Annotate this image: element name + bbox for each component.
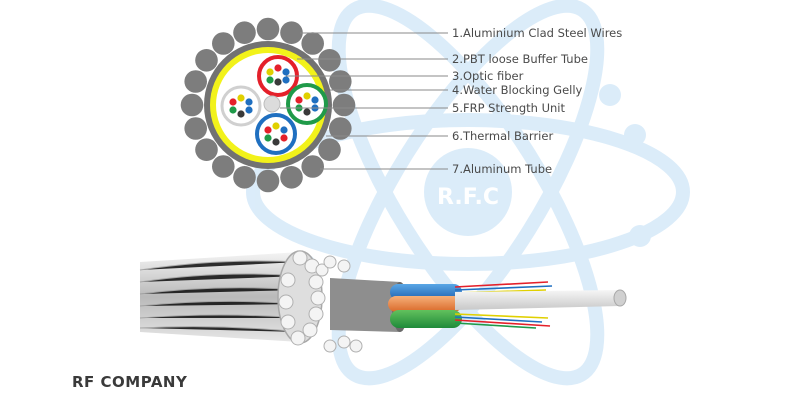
steel-wire [256,169,280,193]
loose-tube-green [390,310,462,328]
steel-wire [233,166,256,189]
steel-wire [301,155,325,178]
steel-wire [280,166,303,189]
loose-tube-orange [388,296,462,312]
electron-1 [599,84,621,106]
brand-logo-text: RF COMPANY [72,373,188,391]
steel-wire [184,117,207,140]
orbit-3 [331,0,605,386]
buffer-tube-red [257,55,299,97]
electron-2 [624,124,646,146]
frp-strength-unit [263,95,281,113]
buffer-tube-white [220,85,262,127]
aluminium-clad-steel-wires [180,17,356,193]
cable-cross-section [180,17,356,193]
steel-wire [280,21,303,44]
steel-wire [195,49,218,72]
label-frp-strength-unit: 5.FRP Strength Unit [452,101,565,115]
steel-wire [329,70,352,93]
electron-3 [629,225,651,247]
steel-wire [318,49,341,72]
label-optic-fiber: 3.Optic fiber [452,69,524,83]
steel-wire [180,93,204,117]
label-water-blocking-gelly: 4.Water Blocking Gelly [452,83,583,97]
inner-tube-sheath [330,278,400,332]
label-thermal-barrier: 6.Thermal Barrier [452,129,554,143]
steel-wire [256,17,280,41]
steel-wire [212,32,235,55]
cable-3d-illustration [139,250,627,353]
watermark-text: R.F.C [437,185,499,210]
label-aluminium-clad-steel-wires: 1.Aluminium Clad Steel Wires [452,26,623,40]
buffer-tube-green [286,83,328,125]
watermark-nucleus [424,148,512,236]
buffer-tube-blue [255,113,297,155]
steel-wire [184,70,207,93]
steel-wire [318,138,341,161]
leader-lines [280,32,448,170]
orbit-2 [331,0,605,386]
steel-wire [329,117,352,140]
steel-wire [195,138,218,161]
steel-wire [233,21,256,44]
steel-wire [212,155,235,178]
steel-wire [301,32,325,55]
orbit-1 [246,113,690,271]
frp-rod [455,290,620,310]
steel-wire [332,93,356,117]
label-pbt-loose-buffer-tube: 2.PBT loose Buffer Tube [452,52,588,66]
label-aluminum-tube: 7.Aluminum Tube [452,162,553,176]
